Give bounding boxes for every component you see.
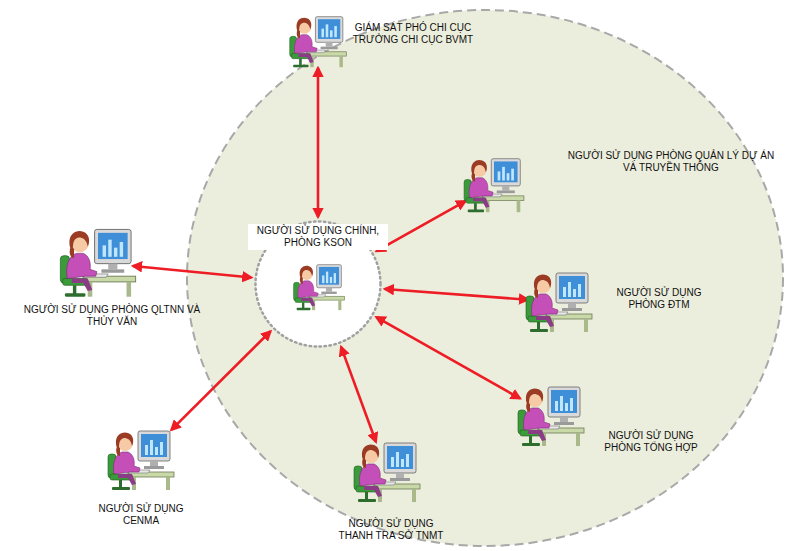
user-computer-icon <box>516 384 586 448</box>
main-user-circle: NGƯỜI SỬ DỤNG CHÍNH, PHÒNG KSON <box>254 220 382 348</box>
user-computer-icon <box>292 262 346 312</box>
node-label: NGƯỜI SỬ DỤNG CHÍNH, PHÒNG KSON <box>248 224 388 250</box>
user-node: NGƯỜI SỬ DỤNG CENMA <box>82 428 200 527</box>
double-arrow <box>341 347 376 442</box>
double-arrow <box>376 317 520 398</box>
node-label: NGƯỜI SỬ DỤNG PHÒNG TỔNG HỢP <box>592 430 710 454</box>
user-node: NGƯỜI SỬ DỤNG PHÒNG ĐTM <box>524 270 718 334</box>
user-computer-icon <box>352 440 422 504</box>
double-arrow <box>376 201 465 251</box>
user-node: NGƯỜI SỬ DỤNG PHÒNG TỔNG HỢP <box>516 384 710 454</box>
double-arrow <box>171 331 270 430</box>
user-node: GIÁM SÁT PHÓ CHI CỤC TRƯỞNG CHI CỤC BVMT <box>288 14 474 69</box>
user-computer-icon <box>462 156 526 214</box>
user-computer-icon <box>58 226 138 299</box>
double-arrow <box>133 266 251 278</box>
user-computer-icon <box>106 428 176 492</box>
node-label: GIÁM SÁT PHÓ CHI CỤC TRƯỞNG CHI CỤC BVMT <box>352 22 474 46</box>
user-node: NGƯỜI SỬ DỤNG PHÒNG QUẢN LÝ DỰ ÁN VÀ TRU… <box>462 150 782 214</box>
double-arrow <box>317 68 320 217</box>
node-label: NGƯỜI SỬ DỤNG THANH TRA SỞ TNMT <box>330 518 452 542</box>
node-label: NGƯỜI SỬ DỤNG CENMA <box>82 503 200 527</box>
user-node: NGƯỜI SỬ DỤNG THANH TRA SỞ TNMT <box>330 440 452 542</box>
user-computer-icon <box>288 14 348 69</box>
node-label: NGƯỜI SỬ DỤNG PHÒNG QLTNN VÀ THỦY VĂN <box>22 304 202 328</box>
node-label: NGƯỜI SỬ DỤNG PHÒNG QUẢN LÝ DỰ ÁN VÀ TRU… <box>560 150 782 174</box>
node-label: NGƯỜI SỬ DỤNG PHÒNG ĐTM <box>600 287 718 311</box>
user-computer-icon <box>524 270 594 334</box>
double-arrow <box>385 289 528 300</box>
user-node: NGƯỜI SỬ DỤNG PHÒNG QLTNN VÀ THỦY VĂN <box>22 226 202 328</box>
